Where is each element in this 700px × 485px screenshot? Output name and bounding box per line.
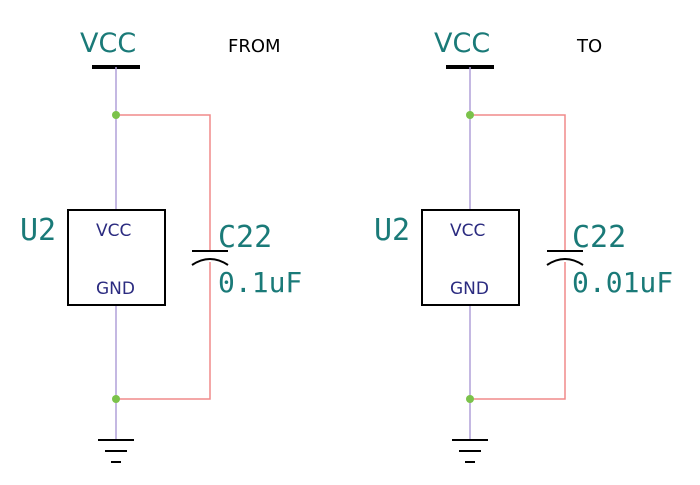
cap-value-label: 0.1uF xyxy=(218,266,302,299)
ground-symbol xyxy=(98,439,134,463)
cap-bottom-wire xyxy=(470,262,566,400)
cap-top-wire xyxy=(116,114,211,251)
capacitor-symbol xyxy=(546,250,584,266)
ic-pin-vcc-label: VCC xyxy=(450,221,485,241)
ic-ref-label: U2 xyxy=(374,213,410,248)
junction-dot xyxy=(112,395,120,403)
cap-ref-label: C22 xyxy=(572,220,626,255)
ic-pin-vcc-label: VCC xyxy=(96,221,131,241)
from-caption: FROM xyxy=(228,36,281,57)
schematic-from: VCC FROM U2 VCC GND C22 0.1uF xyxy=(20,28,302,463)
junction-dot xyxy=(466,111,474,119)
to-caption: TO xyxy=(576,36,602,57)
junction-dot xyxy=(112,111,120,119)
cap-top-wire xyxy=(470,114,566,251)
vcc-net-label: VCC xyxy=(80,28,136,59)
ic-ref-label: U2 xyxy=(20,213,56,248)
ground-symbol xyxy=(452,439,488,463)
junction-dot xyxy=(466,395,474,403)
capacitor-symbol xyxy=(191,250,229,266)
ic-pin-gnd-label: GND xyxy=(450,279,489,299)
ic-body xyxy=(67,209,166,306)
vcc-net-label: VCC xyxy=(434,28,490,59)
cap-ref-label: C22 xyxy=(218,220,272,255)
ic-body xyxy=(421,209,520,306)
cap-bottom-wire xyxy=(116,262,211,400)
cap-value-label: 0.01uF xyxy=(572,266,673,299)
schematic-to: VCC TO U2 VCC GND C22 0.01uF xyxy=(374,28,673,463)
ic-pin-gnd-label: GND xyxy=(96,279,135,299)
